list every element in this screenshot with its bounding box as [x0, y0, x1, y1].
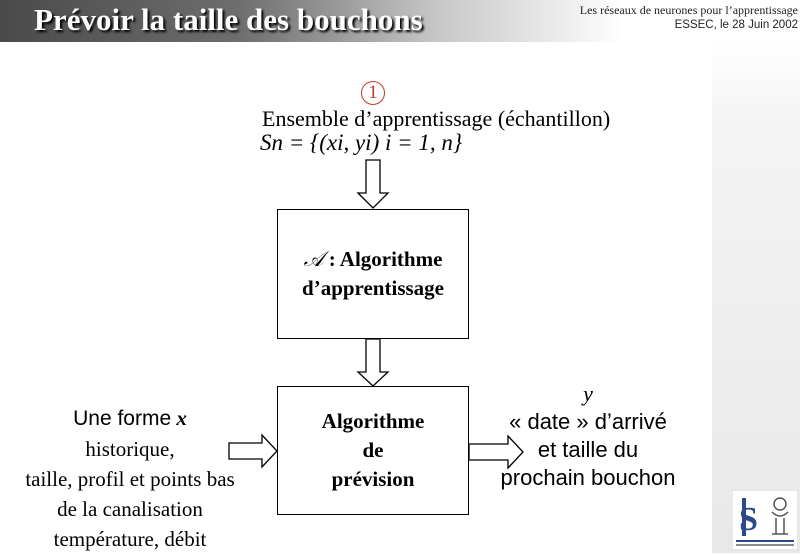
prediction-algorithm-box: Algorithme de prévision [277, 386, 469, 515]
svg-text:S: S [739, 501, 758, 538]
input-description: Une forme x historique, taille, profil e… [5, 403, 255, 554]
header-info: Les réseaux de neurones pour l’apprentis… [580, 3, 798, 33]
prediction-box-line3: prévision [331, 467, 415, 491]
learning-box-title: : Algorithme [323, 247, 443, 271]
output-description: y « date » d’arrivé et taille du prochai… [484, 380, 692, 492]
output-line: et taille du [537, 437, 639, 462]
arrow-set-to-learning [356, 159, 390, 209]
institution-logo: S [732, 490, 798, 550]
slide-header: Prévoir la taille des bouchons Les résea… [0, 0, 800, 42]
learning-algorithm-symbol: 𝒜 [303, 247, 324, 271]
input-line: taille, profil et points bas [25, 467, 235, 491]
input-variable: x [176, 406, 187, 430]
training-set-label: Ensemble d’apprentissage (échantillon) [262, 106, 611, 131]
learning-algorithm-box: 𝒜 : Algorithme d’apprentissage [277, 209, 469, 339]
input-word: Une forme [73, 407, 172, 430]
output-line: prochain bouchon [500, 465, 676, 490]
input-line: de la canalisation [57, 497, 203, 521]
arrow-learning-to-prediction [356, 338, 390, 387]
learning-box-line2: d’apprentissage [302, 276, 444, 300]
learning-box-line1: 𝒜 : Algorithme [304, 245, 443, 274]
output-variable: y [583, 381, 593, 406]
input-line: historique, [85, 437, 175, 461]
slide-title: Prévoir la taille des bouchons [34, 2, 423, 37]
right-sidebar [712, 42, 800, 553]
output-line: « date » d’arrivé [509, 409, 667, 434]
prediction-box-line2: de [362, 438, 384, 462]
training-set-formula: Sn = {(xi, yi) i = 1, n} [260, 130, 463, 155]
prediction-box-line1: Algorithme [321, 409, 425, 433]
conference-place-date: ESSEC, le 28 Juin 2002 [674, 19, 798, 31]
input-line: température, débit [53, 527, 207, 551]
conference-name: Les réseaux de neurones pour l’apprentis… [579, 3, 798, 17]
step-number-badge: 1 [361, 81, 385, 105]
input-title: Une forme x [5, 403, 255, 434]
